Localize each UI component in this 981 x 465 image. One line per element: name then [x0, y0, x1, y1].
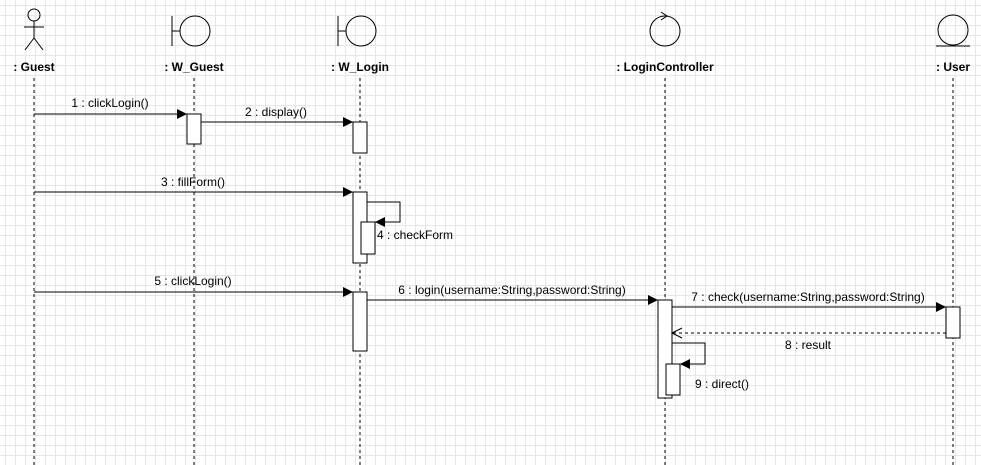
message-label: 1 : clickLogin(): [71, 96, 148, 110]
participant-label: : User: [936, 60, 970, 74]
participant-login-controller[interactable]: : LoginController: [616, 11, 714, 465]
message-6[interactable]: 6 : login(username:String,password:Strin…: [367, 283, 658, 305]
activation-bar-w-login-3: [352, 291, 368, 352]
participant-w-login[interactable]: : W_Login: [331, 15, 389, 465]
participant-guest[interactable]: : Guest: [13, 8, 55, 465]
message-5[interactable]: 5 : clickLogin(): [34, 274, 353, 297]
message-label: 2 : display(): [245, 105, 307, 119]
participant-w-guest[interactable]: : W_Guest: [164, 15, 224, 465]
activation-bar-w-login-1: [352, 121, 368, 154]
message-label: 3 : fillForm(): [161, 175, 225, 189]
message-4[interactable]: 4 : checkForm: [367, 201, 453, 242]
control-icon: [649, 11, 681, 47]
return-arrowhead-icon: [670, 327, 683, 339]
message-label: 9 : direct(): [695, 377, 749, 391]
entity-icon: [936, 14, 970, 47]
participant-label: : W_Login: [331, 60, 389, 74]
message-3[interactable]: 3 : fillForm(): [34, 175, 353, 197]
message-2[interactable]: 2 : display(): [201, 105, 353, 127]
participant-user[interactable]: : User: [936, 14, 970, 465]
activation-bar-w-login-nested: [360, 221, 376, 255]
message-9[interactable]: 9 : direct(): [672, 342, 749, 391]
boundary-icon: [337, 15, 377, 47]
actor-icon: [24, 8, 44, 51]
participant-label: : Guest: [13, 60, 54, 74]
message-label: 7 : check(username:String,password:Strin…: [691, 290, 924, 304]
message-label: 6 : login(username:String,password:Strin…: [398, 283, 625, 297]
participant-label: : W_Guest: [164, 60, 223, 74]
message-arrow: [672, 342, 706, 369]
message-1[interactable]: 1 : clickLogin(): [34, 96, 187, 119]
message-label: 8 : result: [785, 338, 832, 352]
activation-bar-login-controller-nested: [665, 363, 681, 396]
message-arrow: [367, 201, 401, 227]
boundary-icon: [171, 15, 211, 47]
activation-bar-w-guest: [186, 113, 202, 145]
message-label: 5 : clickLogin(): [154, 274, 231, 288]
message-7[interactable]: 7 : check(username:String,password:Strin…: [672, 290, 946, 312]
message-label: 4 : checkForm: [377, 228, 453, 242]
activation-bar-user: [945, 306, 961, 339]
message-8[interactable]: 8 : result: [670, 327, 946, 352]
participant-label: : LoginController: [616, 60, 714, 74]
